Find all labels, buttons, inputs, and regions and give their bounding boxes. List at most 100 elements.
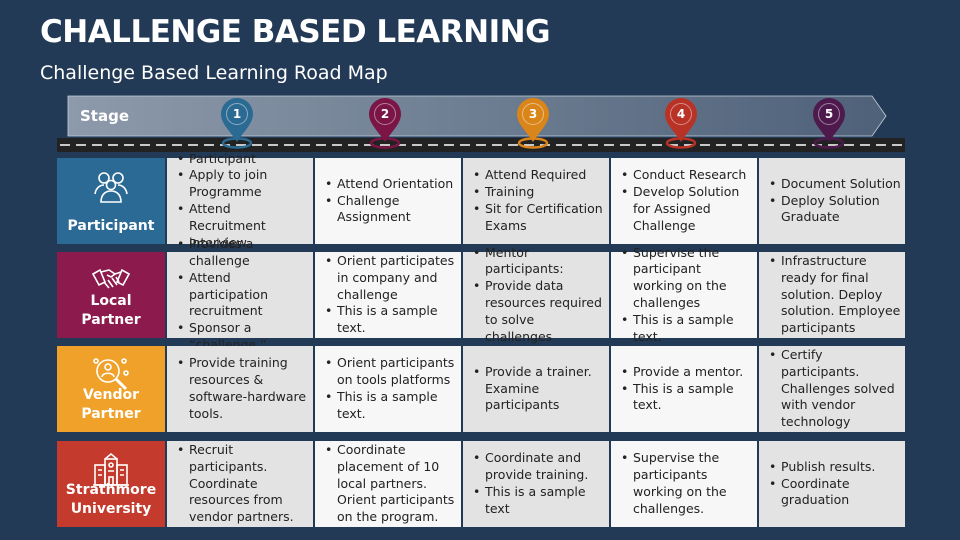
table-cell: Publish results.Coordinate graduation [757,441,905,527]
list-item: Orient participates in company and chall… [325,253,457,303]
table-cell: Mentor participants:Provide data resourc… [461,245,609,344]
list-item: Coordinate and provide training. [473,450,605,484]
list-item: Provides a challenge [177,236,309,270]
bullet-list: Supervise the participants working on th… [611,450,757,517]
stage-pin-5 [813,98,845,149]
bullet-list: Conduct ResearchDevelop Solution for Ass… [611,167,757,234]
bullet-list: Mentor participants:Provide data resourc… [463,245,609,346]
bullet-list: Orient participants on tools platformsTh… [315,355,461,422]
list-item: Challenge Assignment [325,193,457,227]
list-item: Supervise the participants working on th… [621,450,753,517]
bullet-list: Orient participates in company and chall… [315,253,461,337]
stage-number: 3 [528,107,538,121]
list-item: Infrastructure ready for final solution.… [769,253,901,337]
bullet-list: Attend OrientationChallenge Assignment [315,176,461,226]
bullet-list: Document SolutionDeploy Solution Graduat… [759,176,905,226]
list-item: Document Solution [769,176,901,193]
row-header-label-line: Partner [81,406,141,422]
bullet-list: Provide training resources & software-ha… [167,355,313,422]
bullet-list: Provide a mentor.This is a sample text. [611,364,757,414]
stage-number: 4 [676,107,686,121]
stage-label: Stage [80,107,130,125]
list-item: Conduct Research [621,167,753,184]
table-cell: Orient participants on tools platformsTh… [313,346,461,432]
table-cell: Certify participants. Challenges solved … [757,346,905,432]
bullet-list: Certify participants. Challenges solved … [759,347,905,431]
bullet-list: Infrastructure ready for final solution.… [759,253,905,337]
row-header-label-line: Vendor [82,387,140,403]
table-cell: Coordinate placement of 10 local partner… [313,441,461,527]
list-item: Attend Orientation [325,176,457,193]
table-cell: Document SolutionDeploy Solution Graduat… [757,158,905,244]
table-cell: Provide a trainer. Examine participants [461,346,609,432]
list-item: Provide training resources & software-ha… [177,355,309,422]
table-cell: Infrastructure ready for final solution.… [757,252,905,338]
list-item: Provide data resources required to solve… [473,278,605,345]
table-cell: Coordinate and provide training.This is … [461,441,609,527]
page-subtitle: Challenge Based Learning Road Map [40,62,388,84]
list-item: Training [473,184,605,201]
table-cell: Supervise the participant working on the… [609,245,757,344]
bullet-list: Attend RequiredTrainingSit for Certifica… [463,167,609,234]
bullet-list: Provides a challengeAttend participation… [167,236,313,354]
table-cell: Orient participates in company and chall… [313,252,461,338]
table-cell: Attend RequiredTrainingSit for Certifica… [461,158,609,244]
table-cell: Provides a challengeAttend participation… [165,236,313,352]
stage-pin-2 [369,98,401,149]
stage-pin-3 [517,98,549,149]
stage-number: 1 [232,107,242,121]
list-item: Deploy Solution Graduate [769,193,901,227]
list-item: Apply to join Programme [177,167,309,201]
row-header-label-line: Local [90,293,132,309]
list-item: Coordinate graduation [769,476,901,510]
stage-number: 5 [824,107,834,121]
list-item: Attend Required [473,167,605,184]
list-item: Provide a mentor. [621,364,753,381]
list-item: This is a sample text [473,484,605,518]
list-item: This is a sample text. [325,389,457,423]
list-item: Participant [177,151,309,168]
university-building-icon [91,451,131,487]
list-item: Orient participants on tools platforms [325,355,457,389]
table-cell: Provide a mentor.This is a sample text. [609,346,757,432]
page-title: CHALLENGE BASED LEARNING [40,14,551,50]
row-header-label: Participant [68,217,155,236]
group-people-icon [91,168,131,204]
list-item: Develop Solution for Assigned Challenge [621,184,753,234]
row-header: Participant [57,158,165,244]
list-item: Coordinate placement of 10 local partner… [325,442,457,526]
row-header-label-line: Partner [81,312,141,328]
bullet-list: Publish results.Coordinate graduation [759,459,905,509]
list-item: Publish results. [769,459,901,476]
row-header-label-line: Participant [67,218,155,234]
table-cell: Conduct ResearchDevelop Solution for Ass… [609,158,757,244]
list-item: This is a sample text. [621,312,753,346]
handshake-icon [91,262,131,298]
row-header-label-line: Strathmore [65,482,157,498]
table-cell: Provide training resources & software-ha… [165,346,313,432]
bullet-list: Provide a trainer. Examine participants [463,364,609,414]
table-row: ParticipantParticipantApply to join Prog… [57,151,905,250]
table-cell: Recruit participants. Coordinate resourc… [165,441,313,527]
list-item: Provide a trainer. Examine participants [473,364,605,414]
list-item: Attend participation recruitment [177,270,309,320]
table-cell: Attend OrientationChallenge Assignment [313,158,461,244]
row-header-label-line: University [70,501,152,517]
bullet-list: Recruit participants. Coordinate resourc… [167,442,313,526]
bullet-list: Supervise the participant working on the… [611,245,757,346]
list-item: This is a sample text. [621,381,753,415]
stage-number: 2 [380,107,390,121]
list-item: Recruit participants. Coordinate resourc… [177,442,309,526]
roadmap-arrow [57,95,905,152]
list-item: Certify participants. Challenges solved … [769,347,901,431]
list-item: Mentor participants: [473,245,605,279]
list-item: This is a sample text. [325,303,457,337]
